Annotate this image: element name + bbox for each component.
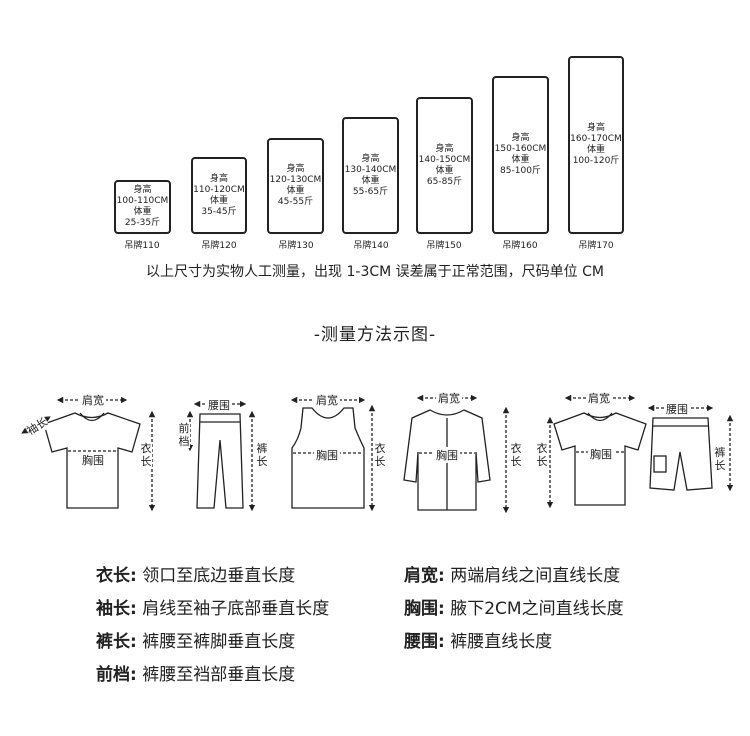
measurement-figures	[21, 394, 734, 514]
size-tag-110: 身高 100-110CM 体重 25-35斤	[114, 180, 171, 234]
def-term: 肩宽:	[404, 566, 445, 586]
def-row: 前档: 裤腰至裆部垂直长度	[96, 660, 295, 685]
label-shoulder-4: 肩宽	[586, 390, 612, 406]
tag-weight: 65-85斤	[426, 176, 463, 187]
label-rise: 前档	[178, 422, 190, 448]
tag-weight-label: 体重	[511, 155, 530, 165]
tag-height: 140-150CM	[418, 154, 471, 165]
size-tag-160: 身高 150-160CM 体重 85-100斤	[492, 76, 549, 234]
tag-height: 160-170CM	[570, 134, 622, 144]
tag-weight-label: 体重	[286, 186, 305, 196]
label-chest-1: 胸围	[80, 452, 106, 468]
tag-weight-label: 体重	[209, 195, 228, 206]
section-title: -测量方法示图-	[313, 325, 437, 345]
label-waist-2: 腰围	[664, 401, 690, 417]
size-tag-170: 身高 160-170CM 体重 100-120斤	[568, 56, 624, 234]
def-desc: 裤腰直线长度	[450, 632, 553, 652]
def-term: 腰围:	[404, 632, 445, 652]
def-row: 袖长: 肩线至袖子底部垂直长度	[96, 594, 329, 619]
label-pants-length: 裤长	[256, 442, 268, 468]
tag-weight: 25-35斤	[124, 218, 161, 228]
tag-height-label: 身高	[361, 153, 380, 164]
tag-weight: 100-120斤	[572, 156, 620, 166]
tag-label-160: 吊牌160	[502, 241, 538, 251]
tag-label-150: 吊牌150	[426, 241, 462, 251]
def-desc: 领口至底边垂直长度	[142, 566, 296, 586]
jacket-icon	[403, 409, 491, 511]
tag-weight: 45-55斤	[277, 197, 314, 207]
tag-height: 130-140CM	[344, 164, 397, 175]
size-tag-130: 身高 120-130CM 体重 45-55斤	[267, 138, 324, 234]
size-tag-120: 身高 110-120CM 体重 35-45斤	[191, 157, 247, 234]
tag-weight: 55-65斤	[352, 186, 389, 197]
tshirt-set-icon	[553, 412, 647, 506]
tag-label-120: 吊牌120	[201, 241, 237, 251]
tag-weight: 35-45斤	[201, 206, 237, 217]
tag-label-130: 吊牌130	[278, 241, 314, 251]
def-term: 前档:	[96, 665, 137, 685]
def-desc: 裤腰至裆部垂直长度	[142, 665, 296, 685]
def-row: 腰围: 裤腰直线长度	[404, 627, 552, 652]
label-length-3: 衣长	[510, 442, 522, 468]
label-waist-1: 腰围	[206, 397, 232, 413]
size-tag-150: 身高 140-150CM 体重 65-85斤	[416, 97, 473, 234]
def-desc: 裤腰至裤脚垂直长度	[142, 632, 296, 652]
shorts-icon	[649, 417, 713, 491]
def-term: 袖长:	[96, 599, 137, 619]
tag-label-110: 吊牌110	[124, 241, 160, 251]
label-shoulder-2: 肩宽	[314, 392, 340, 408]
label-length-2: 衣长	[374, 442, 386, 468]
tag-height: 100-110CM	[116, 196, 169, 206]
tag-height-label: 身高	[435, 143, 454, 154]
tag-height-label: 身高	[586, 123, 605, 133]
tank-top-icon	[291, 407, 365, 509]
tag-weight-label: 体重	[361, 175, 380, 186]
tag-height: 120-130CM	[269, 175, 322, 185]
tag-height-label: 身高	[511, 133, 530, 143]
tag-height-label: 身高	[133, 185, 152, 195]
label-pants-length-2: 裤长	[714, 446, 726, 472]
tag-label-170: 吊牌170	[578, 241, 614, 251]
tag-weight: 85-100斤	[500, 166, 541, 176]
tshirt-icon	[43, 412, 141, 509]
def-term: 衣长:	[96, 566, 137, 586]
label-chest-3: 胸围	[434, 447, 460, 463]
tag-height: 110-120CM	[193, 184, 245, 195]
def-row: 胸围: 腋下2CM之间直线长度	[404, 594, 624, 619]
tag-height-label: 身高	[286, 164, 305, 174]
def-desc: 两端肩线之间直线长度	[450, 566, 621, 586]
label-chest-2: 胸围	[314, 447, 340, 463]
label-shoulder-3: 肩宽	[436, 390, 462, 406]
pants-icon	[196, 413, 244, 509]
label-shoulder-1: 肩宽	[80, 392, 106, 408]
tag-weight-label: 体重	[586, 145, 605, 155]
tag-height-label: 身高	[209, 173, 228, 184]
def-desc: 腋下2CM之间直线长度	[450, 599, 624, 619]
label-chest-4: 胸围	[588, 446, 614, 462]
def-term: 裤长:	[96, 632, 137, 652]
def-term: 胸围:	[404, 599, 445, 619]
tag-label-140: 吊牌140	[353, 241, 389, 251]
label-length-4: 衣长	[536, 442, 548, 468]
measurement-note: 以上尺寸为实物人工测量，出现 1-3CM 误差属于正常范围，尺码单位 CM	[146, 264, 604, 280]
tag-weight-label: 体重	[133, 207, 152, 217]
tag-height: 150-160CM	[494, 144, 547, 154]
def-row: 肩宽: 两端肩线之间直线长度	[404, 561, 620, 586]
def-row: 衣长: 领口至底边垂直长度	[96, 561, 295, 586]
size-tag-140: 身高 130-140CM 体重 55-65斤	[342, 117, 399, 234]
label-length-1: 衣长	[140, 442, 152, 468]
def-row: 裤长: 裤腰至裤脚垂直长度	[96, 627, 295, 652]
tag-weight-label: 体重	[435, 165, 454, 176]
def-desc: 肩线至袖子底部垂直长度	[142, 599, 330, 619]
